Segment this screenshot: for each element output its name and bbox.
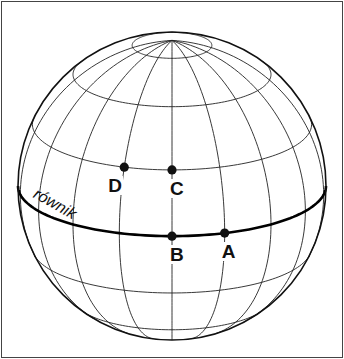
graticule	[20, 32, 323, 340]
point-dot	[220, 229, 229, 238]
parallel	[132, 32, 212, 58]
point-label: D	[107, 176, 123, 195]
parallel	[32, 118, 311, 170]
point-label: C	[169, 179, 185, 198]
parallel	[73, 61, 271, 106]
meridian	[20, 40, 172, 257]
point-dot	[167, 232, 176, 241]
point-dot	[167, 165, 176, 174]
meridian	[172, 40, 324, 257]
meridian	[119, 40, 172, 338]
points	[120, 163, 230, 241]
point-label: A	[221, 242, 237, 261]
point-dot	[120, 163, 129, 172]
globe-outline	[18, 32, 326, 340]
point-label: B	[169, 245, 185, 264]
